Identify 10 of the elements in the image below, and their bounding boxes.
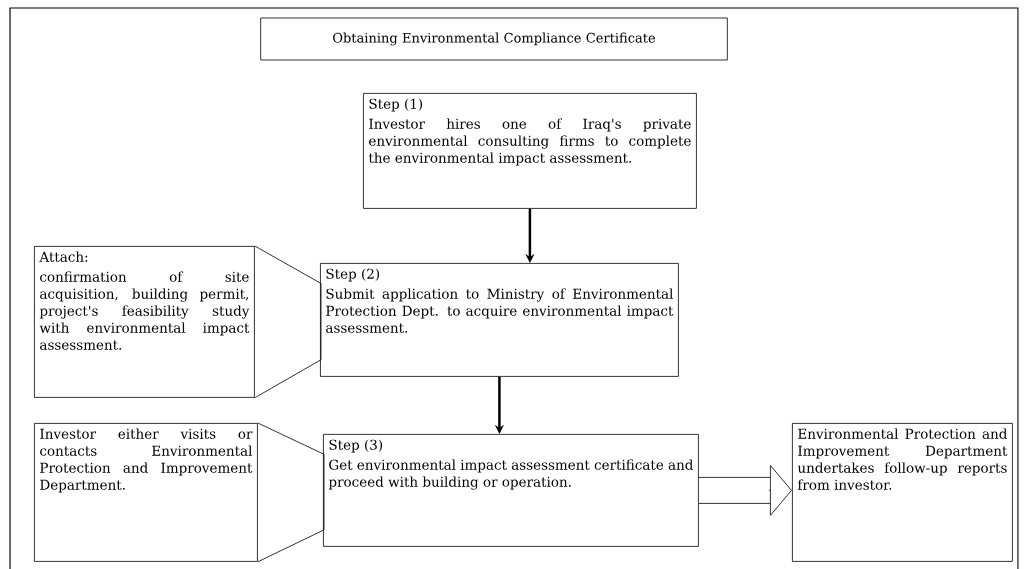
step-box: Step (3) Get environmental impact assessment certificate and proceed with building or operation. [323, 434, 699, 547]
step-box: Step (1) Investor hires one of Iraq's private environmental consulting firms to complete the environmental impact assessment. [363, 93, 697, 209]
title-box: Obtaining Environmental Compliance Certificate [260, 17, 728, 61]
note-box: Environmental Protection and Improvement Department undertakes follow-up reports from investor. [792, 423, 1013, 562]
callout-line [257, 422, 325, 563]
step-box: Step (2) Submit application to Ministry of Environmental Protection Dept. to acquire environmental impact assessment. [320, 263, 679, 377]
block-arrow [698, 465, 792, 516]
callout-line [254, 245, 322, 399]
note-box: Investor either visits or contacts Environmental Protection and Improvement Department. [34, 423, 258, 562]
note-box: Attach: confirmation of site acquisition, building permit, project's feasibility study with environmental impact assessment. [34, 246, 255, 398]
